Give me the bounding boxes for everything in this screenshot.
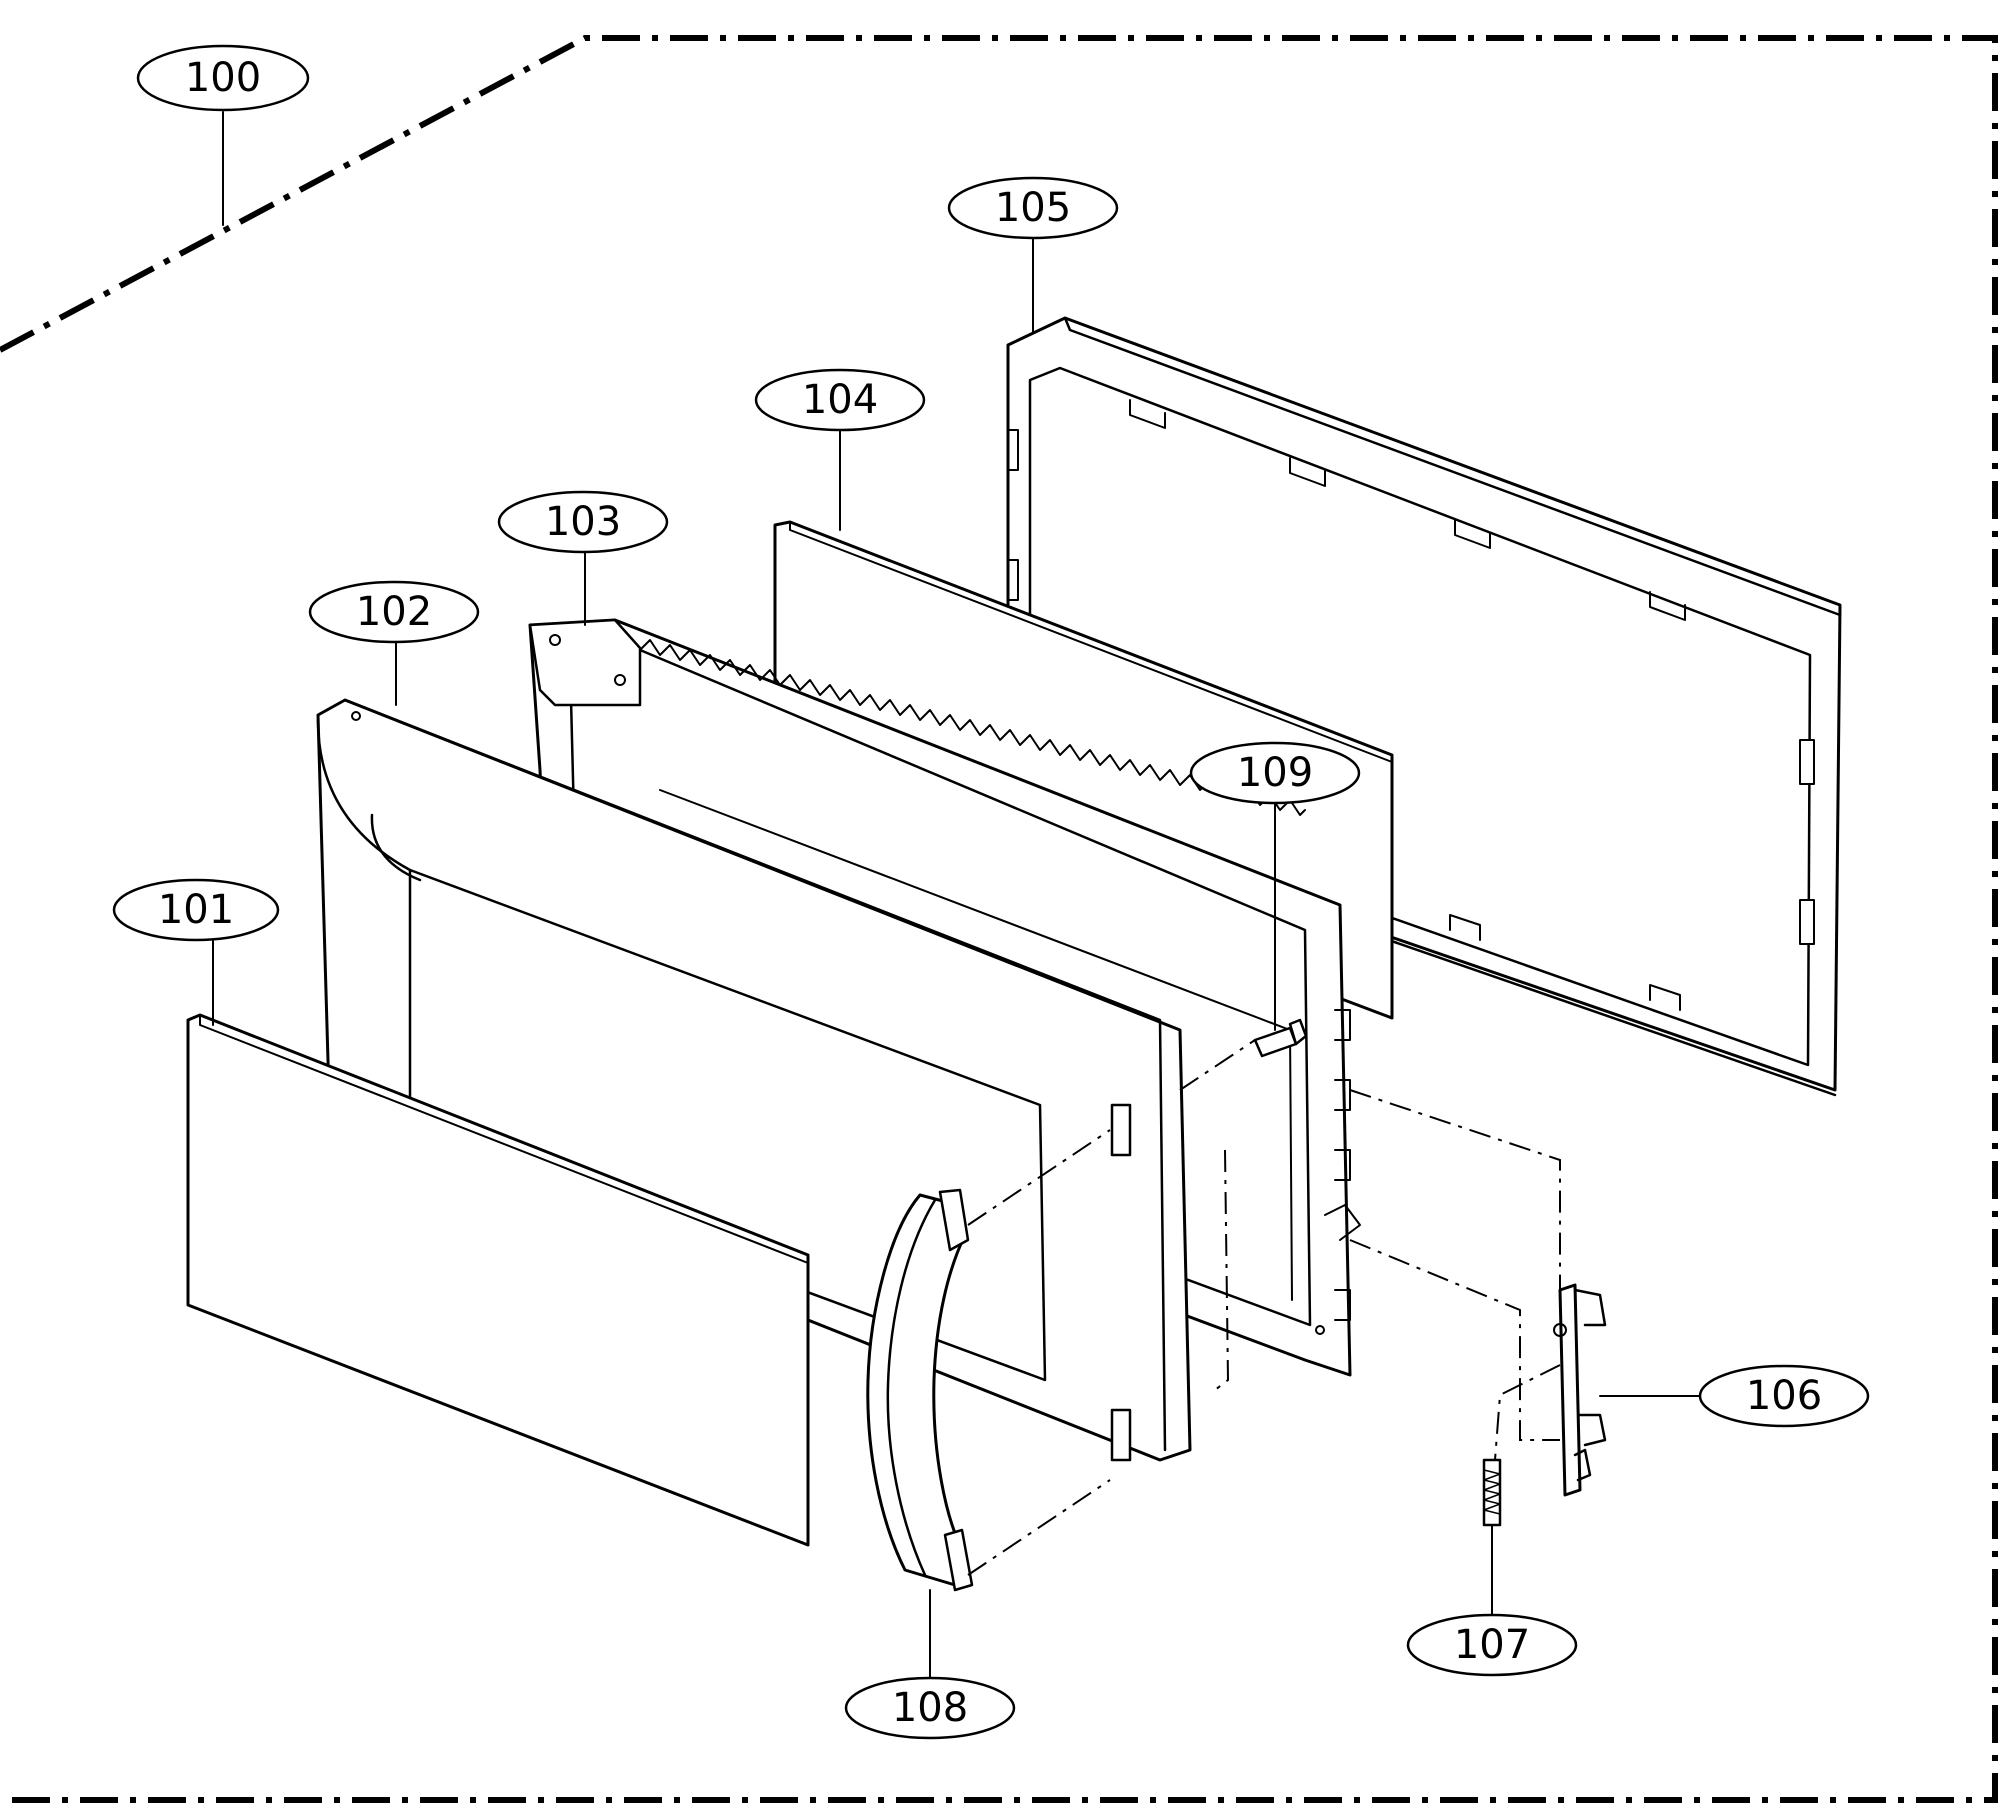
callout-108: 108 (844, 1676, 1016, 1740)
callout-104-text: 104 (802, 377, 878, 423)
part-108-handle (866, 1188, 974, 1592)
callout-103-text: 103 (545, 499, 621, 545)
assembly-boundary (0, 35, 1998, 1803)
callout-101: 101 (112, 878, 280, 942)
callout-106-text: 106 (1746, 1373, 1822, 1419)
callout-106: 106 (1698, 1364, 1870, 1428)
part-102-door-front-frame (316, 698, 1192, 1462)
callout-109-text: 109 (1237, 750, 1313, 796)
leader-lines (212, 111, 1701, 1681)
part-109-screw (1253, 1018, 1308, 1058)
part-101-front-cover (186, 1013, 810, 1547)
callout-102: 102 (308, 580, 480, 644)
callout-102-text: 102 (356, 589, 432, 635)
callout-105: 105 (947, 176, 1119, 240)
callout-101-text: 101 (158, 887, 234, 933)
callout-107: 107 (1406, 1613, 1578, 1677)
callout-100-text: 100 (185, 55, 261, 101)
part-105-door-frame (1006, 316, 1842, 1097)
callout-103: 103 (497, 490, 669, 554)
part-107-spring (1482, 1458, 1502, 1527)
callout-108-text: 108 (892, 1685, 968, 1731)
callout-100: 100 (136, 44, 310, 112)
callout-107-text: 107 (1454, 1622, 1530, 1668)
callout-104: 104 (754, 368, 926, 432)
callout-105-text: 105 (995, 185, 1071, 231)
assembly-guides (967, 1039, 1561, 1576)
part-106-latch (1553, 1283, 1607, 1497)
callout-109: 109 (1189, 741, 1361, 805)
